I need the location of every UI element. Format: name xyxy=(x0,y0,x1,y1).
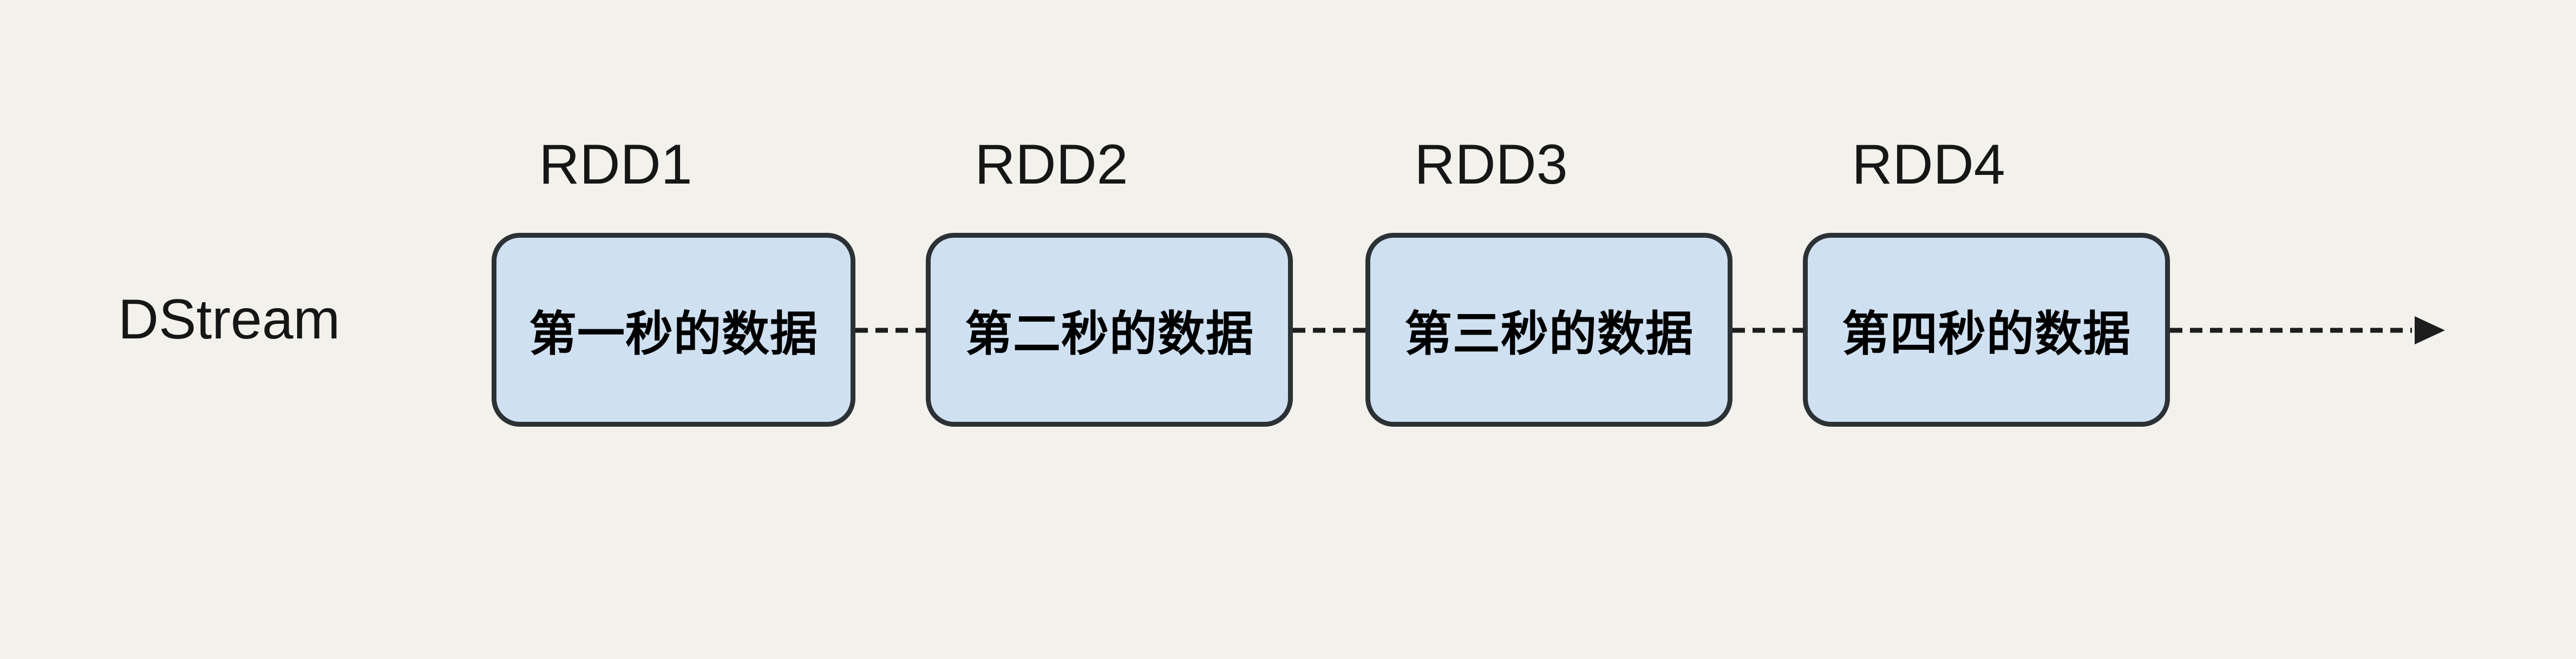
rdd4-box-text: 第四秒的数据 xyxy=(1841,306,2131,361)
rdd2-label: RDD2 xyxy=(975,133,1128,196)
rdd1-box: 第一秒的数据 xyxy=(492,233,855,427)
arrowhead-icon xyxy=(2415,316,2445,344)
rdd3-box-text: 第三秒的数据 xyxy=(1404,306,1694,361)
dstream-label: DStream xyxy=(118,288,341,351)
rdd3-box: 第三秒的数据 xyxy=(1365,233,1732,427)
rdd2-box: 第二秒的数据 xyxy=(926,233,1293,427)
rdd3-label: RDD3 xyxy=(1414,133,1568,196)
rdd1-label: RDD1 xyxy=(539,133,692,196)
rdd1-box-text: 第一秒的数据 xyxy=(528,306,818,361)
rdd2-box-text: 第二秒的数据 xyxy=(964,306,1254,361)
rdd4-box: 第四秒的数据 xyxy=(1803,233,2170,427)
rdd4-label: RDD4 xyxy=(1852,133,2005,196)
